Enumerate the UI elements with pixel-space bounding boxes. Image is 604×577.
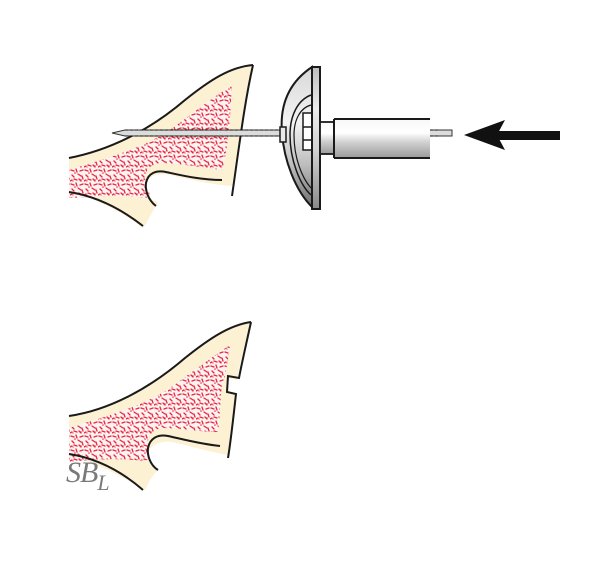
device-top	[279, 65, 430, 210]
insert-arrow-left	[464, 120, 560, 150]
bottom-panel	[68, 321, 252, 491]
top-panel	[68, 64, 560, 228]
sbl-label: SBL	[66, 456, 110, 495]
bone-section-top	[68, 64, 254, 228]
bone-section-bottom	[68, 321, 252, 491]
